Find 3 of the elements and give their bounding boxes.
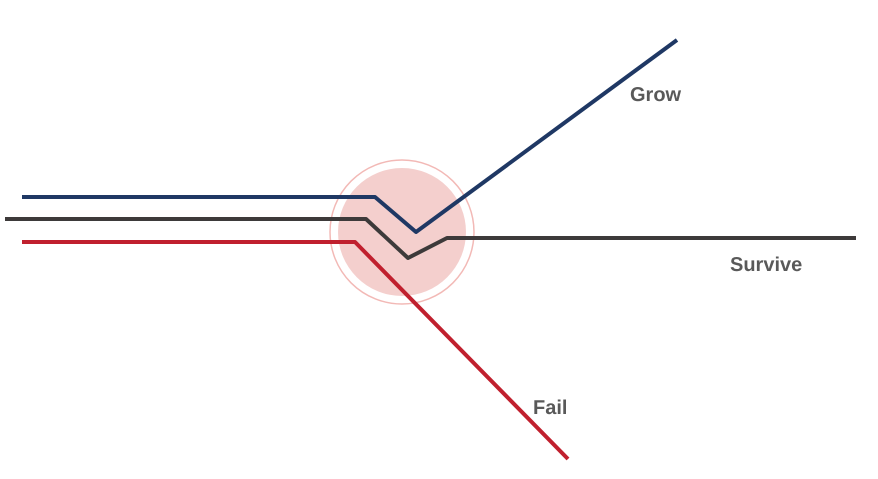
outcome-label: Fail (533, 398, 568, 418)
outcome-label: Grow (630, 85, 682, 105)
outcome-label: Survive (730, 255, 802, 275)
